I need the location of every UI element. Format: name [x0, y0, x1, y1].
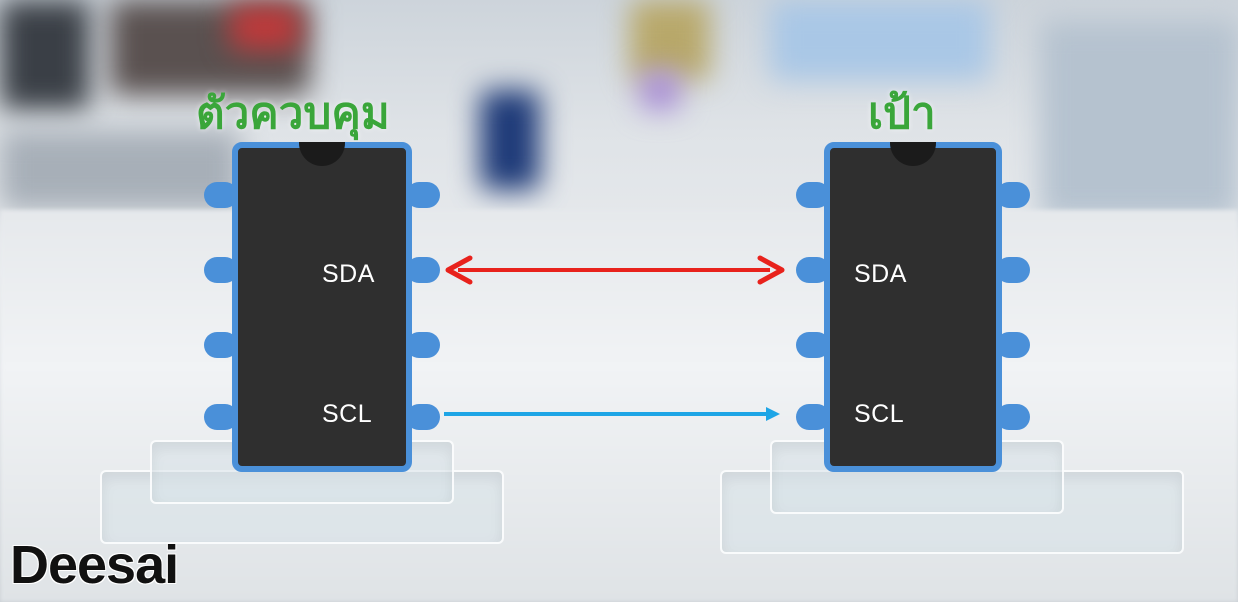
controller-title: ตัวควบคุม: [196, 88, 390, 139]
background-object: [770, 0, 990, 80]
background-object: [480, 90, 540, 190]
background-object: [0, 130, 240, 210]
deesai-logo: Deesai: [10, 535, 179, 595]
controller-chip: SDA SCL: [204, 142, 440, 472]
scl-arrow: [444, 407, 780, 421]
background-object: [640, 70, 680, 110]
chip-stand-top: [770, 440, 1064, 514]
background-object: [630, 0, 710, 80]
chip-body: SDA SCL: [824, 142, 1002, 472]
chip-body: SDA SCL: [232, 142, 412, 472]
target-chip: SDA SCL: [796, 142, 1030, 472]
target-title: เป้า: [868, 88, 936, 139]
sda-arrow: [445, 255, 785, 285]
background-object: [1040, 20, 1238, 220]
background-object: [230, 5, 300, 50]
scl-label: SCL: [322, 400, 373, 428]
sda-label: SDA: [322, 260, 375, 288]
sda-label: SDA: [854, 260, 907, 288]
background-object: [0, 0, 90, 110]
scl-label: SCL: [854, 400, 905, 428]
